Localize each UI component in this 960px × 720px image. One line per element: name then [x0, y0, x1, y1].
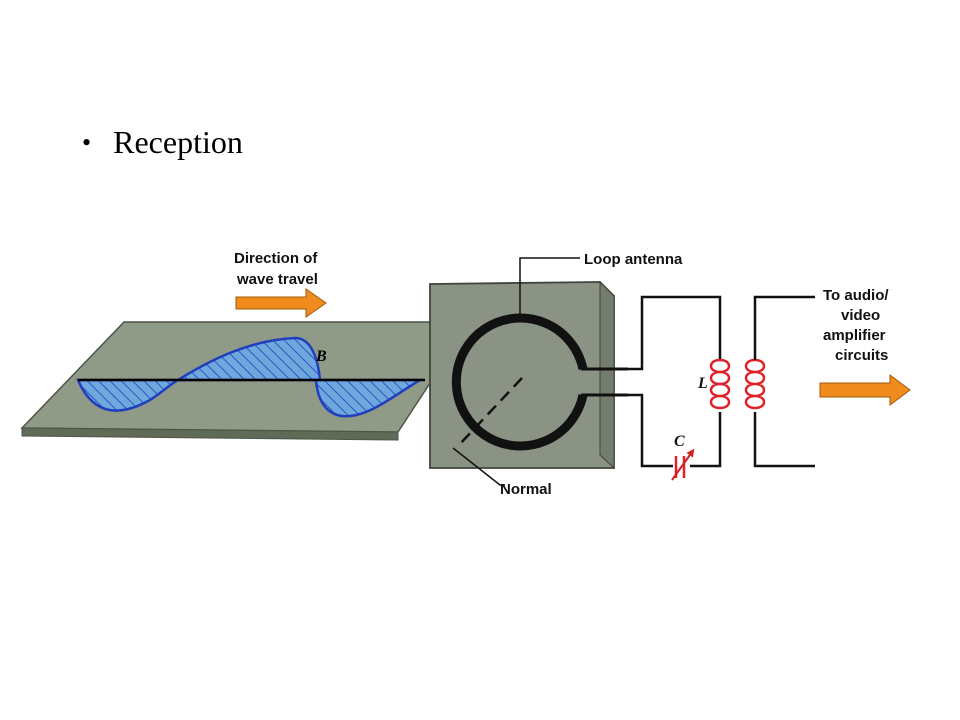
output-wires: [753, 295, 815, 468]
inductor-coils: [709, 358, 766, 410]
bullet-marker: •: [82, 127, 92, 157]
direction-arrow: [235, 288, 327, 318]
output-label-line3: amplifier: [823, 327, 886, 344]
loop-antenna: [451, 313, 628, 451]
inductor-label-l: L: [697, 375, 708, 392]
loop-antenna-label: Loop antenna: [584, 251, 683, 268]
title-row: • Reception: [82, 124, 243, 161]
normal-line: [457, 377, 523, 447]
field-label-b: B: [315, 348, 327, 365]
capacitor-label-c: C: [674, 433, 685, 450]
output-label-line4: circuits: [835, 347, 888, 364]
normal-leader: [452, 447, 505, 486]
direction-label-line1: Direction of: [234, 250, 318, 267]
slide-title: Reception: [113, 124, 243, 160]
output-label-line2: video: [841, 307, 880, 324]
direction-label-line2: wave travel: [236, 271, 318, 288]
variable-capacitor: [671, 448, 695, 481]
normal-label: Normal: [500, 481, 552, 498]
tuned-circuit: [628, 295, 722, 468]
loop-antenna-leader: [519, 257, 580, 314]
output-arrow: [819, 374, 911, 406]
magnetic-wave: [76, 336, 425, 418]
output-label-line1: To audio/: [823, 287, 889, 304]
